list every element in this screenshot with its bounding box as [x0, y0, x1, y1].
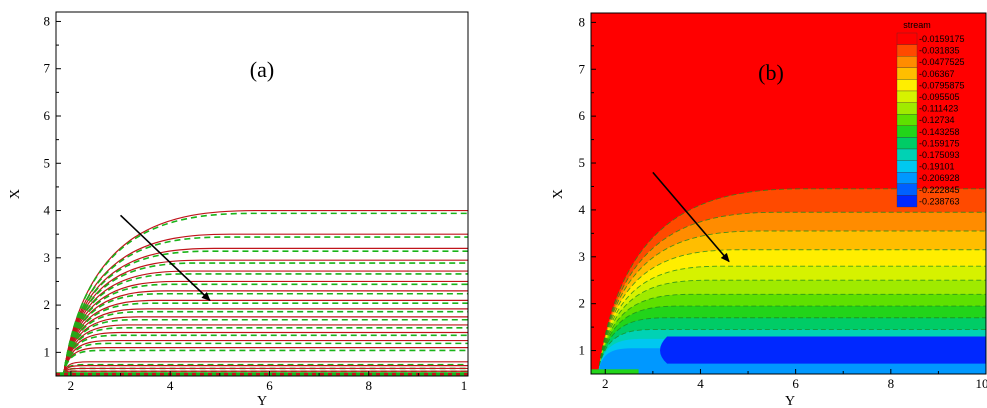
- bottom-left-strip: [591, 369, 639, 374]
- contour-band-edge: [597, 329, 986, 374]
- plot-area-a: [56, 12, 468, 376]
- colorbar: stream -0.0159175 -0.031835-0.0477525 -0.0…: [896, 20, 965, 208]
- a-xtick-label: 8: [365, 378, 372, 393]
- x-axis-label-b: Y: [785, 394, 795, 408]
- b-ytick-label: 6: [579, 108, 586, 123]
- colorbar-swatch: [896, 160, 918, 173]
- colorbar-label: -0.238763: [919, 196, 960, 206]
- b-ytick-label: 4: [579, 202, 586, 217]
- b-xtick-label: 2: [602, 376, 609, 391]
- contour-line-dashed: [62, 310, 468, 376]
- contour-band-edge: [597, 279, 986, 374]
- a-ytick-label: 3: [44, 250, 51, 265]
- colorbar-label: -0.175093: [919, 150, 960, 160]
- colorbar-label: -0.12734: [919, 115, 955, 125]
- y-axis-label-a: X: [8, 189, 23, 199]
- contour-band-edge: [597, 211, 986, 374]
- bottom-boundary-band: [56, 372, 468, 376]
- contour-line-dashed: [62, 236, 468, 376]
- b-ytick-label: 1: [579, 343, 586, 358]
- y-axis-label-b: X: [551, 189, 566, 199]
- contour-line-dashed: [62, 342, 468, 376]
- colorbar-label: -0.143258: [919, 127, 960, 137]
- a-xtick-label: 2: [68, 378, 75, 393]
- a-ytick-label: 5: [44, 155, 51, 170]
- a-ytick-label: 4: [44, 203, 51, 218]
- colorbar-swatch: [896, 195, 918, 208]
- b-ytick-label: 5: [579, 155, 586, 170]
- colorbar-swatch: [896, 56, 918, 68]
- colorbar-swatch: [896, 125, 918, 138]
- colorbar-label: -0.031835: [919, 46, 960, 56]
- plot-frame-a: [55, 11, 469, 377]
- colorbar-label: -0.222845: [919, 185, 960, 195]
- colorbar-swatch: [896, 172, 918, 184]
- contour-line-dashed: [62, 349, 468, 376]
- core-region: [660, 336, 986, 364]
- colorbar-label: -0.111423: [919, 104, 958, 114]
- contour-line-dashed: [62, 318, 468, 376]
- b-xtick-label: 4: [697, 376, 704, 391]
- b-ytick-label: 7: [579, 61, 586, 76]
- colorbar-label: -0.0159175: [919, 34, 965, 44]
- b-ytick-label: 8: [579, 14, 586, 29]
- arrow-a: [119, 214, 211, 302]
- contour-line-dashed: [62, 283, 468, 376]
- a-xtick-label: 6: [266, 378, 273, 393]
- colorbar-swatch: [896, 44, 918, 57]
- colorbar-swatch: [896, 67, 918, 80]
- colorbar-swatch: [896, 79, 918, 92]
- contour-line-solid: [62, 347, 468, 376]
- colorbar-swatch: [896, 32, 918, 45]
- a-ytick-label: 1: [44, 344, 51, 359]
- colorbar-swatch: [896, 114, 918, 126]
- contour-band-edge: [597, 230, 986, 374]
- a-ytick-label: 2: [44, 297, 51, 312]
- a-ytick-label: 7: [44, 61, 51, 76]
- b-ytick-label: 2: [579, 296, 586, 311]
- plot-frame-b: [590, 12, 987, 375]
- colorbar-label: -0.0795875: [919, 80, 965, 90]
- contour-band-edge: [597, 265, 986, 374]
- a-xtick-label: 1: [461, 378, 468, 393]
- b-xtick-label: 10: [976, 376, 987, 391]
- colorbar-title: stream: [903, 20, 931, 30]
- filled-contours-b: [591, 188, 986, 374]
- colorbar-swatch: [896, 102, 918, 115]
- contour-line-dashed: [62, 262, 468, 376]
- arrow-b: [652, 171, 730, 263]
- a-ytick-label: 6: [44, 108, 51, 123]
- x-axis-label-a: Y: [257, 394, 267, 408]
- colorbar-label: -0.206928: [919, 173, 960, 183]
- colorbar-swatch: [896, 183, 918, 196]
- b-ytick-label: 3: [579, 249, 586, 264]
- a-ytick-label: 8: [44, 13, 51, 28]
- colorbar-swatch: [896, 148, 918, 161]
- b-xtick-label: 6: [792, 376, 799, 391]
- panel-label-a: (a): [250, 57, 274, 82]
- panel-a: 2 4 6 8 1 1 2 3 4 5 6 7 8 (a) Y X: [8, 11, 469, 408]
- colorbar-swatch: [896, 137, 918, 150]
- colorbar-label: -0.06367: [919, 69, 955, 79]
- panel-label-b: (b): [758, 60, 784, 85]
- contour-lines-a: [56, 209, 468, 376]
- colorbar-swatch: [896, 90, 918, 103]
- ticks-a: 2 4 6 8 1 1 2 3 4 5 6 7 8: [44, 13, 469, 393]
- colorbar-label: -0.19101: [919, 162, 955, 172]
- colorbar-label: -0.095505: [919, 92, 960, 102]
- colorbar-label: -0.159175: [919, 138, 960, 148]
- contour-band-edge: [597, 249, 986, 374]
- a-xtick-label: 4: [167, 378, 174, 393]
- contour-band-edge: [597, 188, 986, 374]
- colorbar-label: -0.0477525: [919, 57, 965, 67]
- b-xtick-label: 8: [888, 376, 895, 391]
